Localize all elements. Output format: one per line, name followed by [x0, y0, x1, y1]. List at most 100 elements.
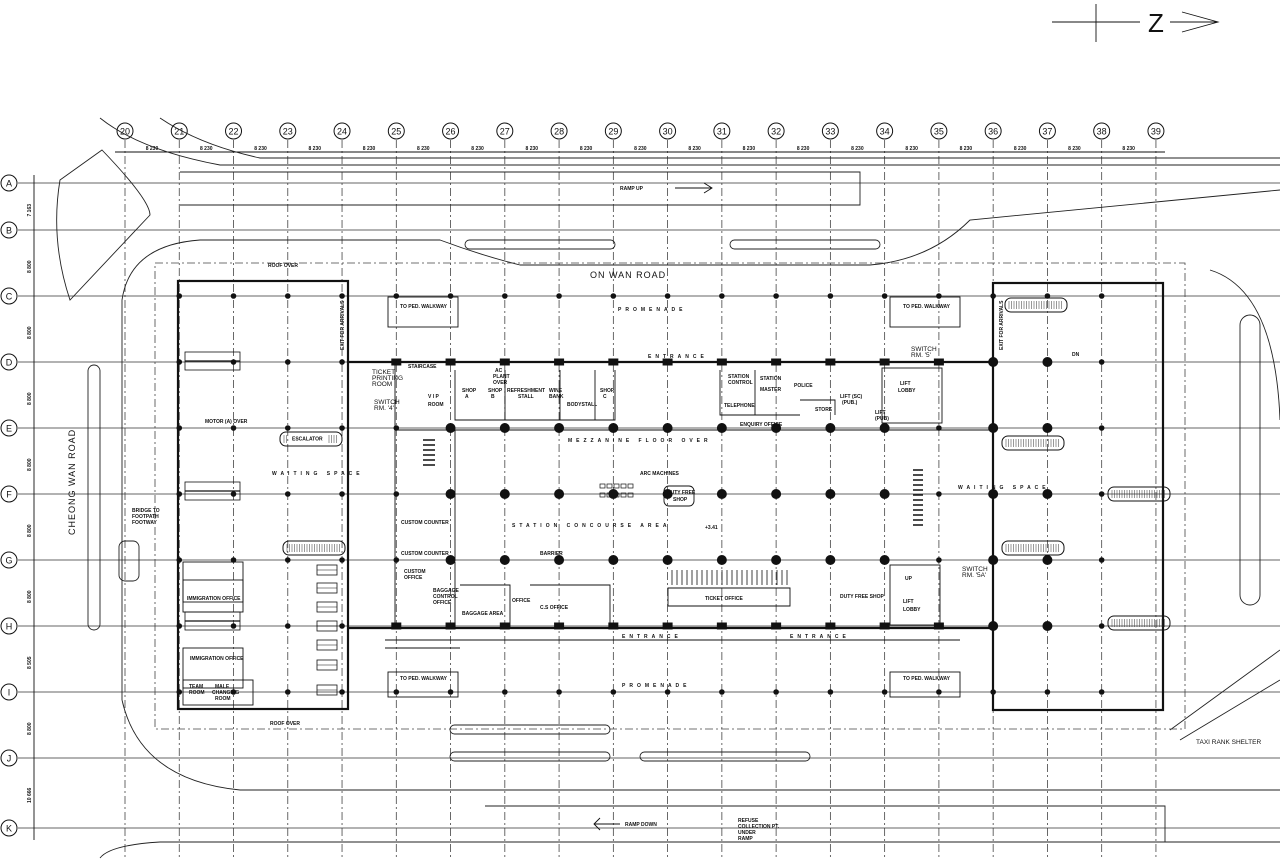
footbridge-label: BRIDGE TO	[132, 508, 160, 514]
labels: ON WAN ROAD CHEONG WAN ROAD RAMP UP RAMP…	[67, 182, 1261, 842]
column	[662, 423, 673, 433]
arc-machines-label: ARC MACHINES	[640, 471, 680, 477]
column	[1098, 689, 1105, 695]
grid-column-marker	[930, 122, 948, 140]
column	[1044, 689, 1051, 695]
column	[230, 359, 237, 365]
walkway-label: TO PED. WALKWAY	[400, 304, 448, 310]
escalator	[1004, 297, 1068, 313]
column	[391, 358, 402, 366]
column	[1042, 555, 1053, 565]
column	[284, 623, 291, 629]
police-label: POLICE	[794, 383, 813, 389]
column	[936, 293, 942, 299]
column-spacing-label: 8 230	[526, 146, 539, 152]
changing-room-label: ROOM	[215, 696, 231, 702]
grid-row-label: J	[7, 754, 12, 764]
exit-arrivals-label: EXIT FOR ARRIVALS	[999, 300, 1005, 350]
immigration-office-label: IMMIGRATION OFFICE	[190, 656, 244, 662]
grid-column-marker	[496, 122, 514, 140]
column	[771, 489, 782, 499]
lift-lobby-label: LOBBY	[898, 388, 916, 394]
concourse-label: STATION CONCOURSE AREA	[512, 523, 670, 529]
column	[556, 689, 562, 695]
grid-column-label: 27	[500, 127, 510, 137]
roof-over-label: ROOF OVER	[270, 721, 300, 727]
lift-lobby-label: LOBBY	[903, 607, 921, 613]
north-arrow-icon: Z	[1052, 4, 1220, 42]
grid-column-marker	[279, 122, 297, 140]
grid-column-label: 23	[283, 127, 293, 137]
column	[664, 293, 671, 299]
shop-label: SHOP	[488, 388, 503, 394]
vip-room-label: V I P	[428, 394, 440, 400]
ac-plant-label: AC	[495, 368, 503, 374]
mezzanine-label: MEZZANINE FLOOR OVER	[568, 438, 712, 444]
column	[933, 622, 944, 630]
grid-row-label: I	[8, 688, 11, 698]
grid-column-marker	[1093, 122, 1111, 140]
escalator	[1001, 540, 1065, 556]
lift-label: LIFT	[875, 410, 886, 416]
column	[1044, 293, 1051, 299]
column	[936, 689, 942, 695]
grid-row-marker	[0, 617, 18, 635]
column	[339, 293, 345, 299]
column-spacing-label: 8 230	[580, 146, 593, 152]
waiting-space-label: WAITING SPACE	[958, 485, 1050, 491]
level-label: +3.41	[705, 525, 718, 531]
row-spacing-label: 8 800	[27, 458, 33, 471]
column	[284, 491, 291, 497]
columns	[176, 293, 1105, 695]
refuse-label: RAMP	[738, 836, 753, 842]
team-room-label: ROOM	[189, 690, 205, 696]
column	[499, 423, 510, 433]
column	[499, 622, 510, 630]
column	[230, 293, 237, 299]
grid-column-label: 32	[771, 127, 781, 137]
roof-over-label: ROOF OVER	[268, 263, 298, 269]
column-spacing-label: 8 230	[1014, 146, 1027, 152]
switch-room-label: SWITCH	[374, 399, 400, 406]
telephone-label: TELEPHONE	[724, 403, 755, 409]
column	[771, 622, 782, 630]
column	[502, 689, 508, 695]
column	[827, 689, 834, 695]
row-spacing-label: 8 800	[27, 392, 33, 405]
row-spacing-label: 8 505	[27, 656, 33, 669]
refreshment-label: REFRESHMENT	[507, 388, 545, 394]
column	[447, 293, 454, 299]
column	[881, 293, 888, 299]
column	[393, 689, 400, 695]
immigration-office-label: IMMIGRATION OFFICE	[187, 596, 241, 602]
column	[284, 425, 291, 431]
switch-room-label: RM. '5'	[911, 352, 931, 359]
grid-row-label: A	[6, 179, 12, 189]
custom-counter-label: CUSTOM COUNTER	[401, 551, 449, 557]
column-spacing-label: 8 230	[1068, 146, 1081, 152]
column	[339, 623, 345, 629]
custom-counter-label: CUSTOM COUNTER	[401, 520, 449, 526]
column	[393, 557, 400, 563]
changing-room-label: CHANGING	[212, 690, 239, 696]
column-spacing-label: 8 230	[1122, 146, 1135, 152]
column	[773, 689, 779, 695]
station-control-label: CONTROL	[728, 380, 753, 386]
row-spacing-label: 8 800	[27, 590, 33, 603]
walkway-label: TO PED. WALKWAY	[903, 676, 951, 682]
staircase-label: STAIRCASE	[408, 364, 437, 370]
shop-label: B	[491, 394, 495, 400]
baggage-area-label: BAGGAGE AREA	[462, 611, 504, 617]
column	[936, 557, 942, 563]
column	[445, 358, 456, 366]
lift-lobby-label: LIFT	[900, 381, 911, 387]
promenade-label: PROMENADE	[622, 683, 691, 689]
column	[990, 293, 996, 299]
grid-column-label: 29	[608, 127, 618, 137]
column	[1098, 557, 1105, 563]
column	[1098, 359, 1105, 365]
station-master-label: MASTER	[760, 387, 782, 393]
column	[716, 489, 727, 499]
grid-column-marker	[984, 122, 1002, 140]
grid-column-label: 30	[663, 127, 673, 137]
